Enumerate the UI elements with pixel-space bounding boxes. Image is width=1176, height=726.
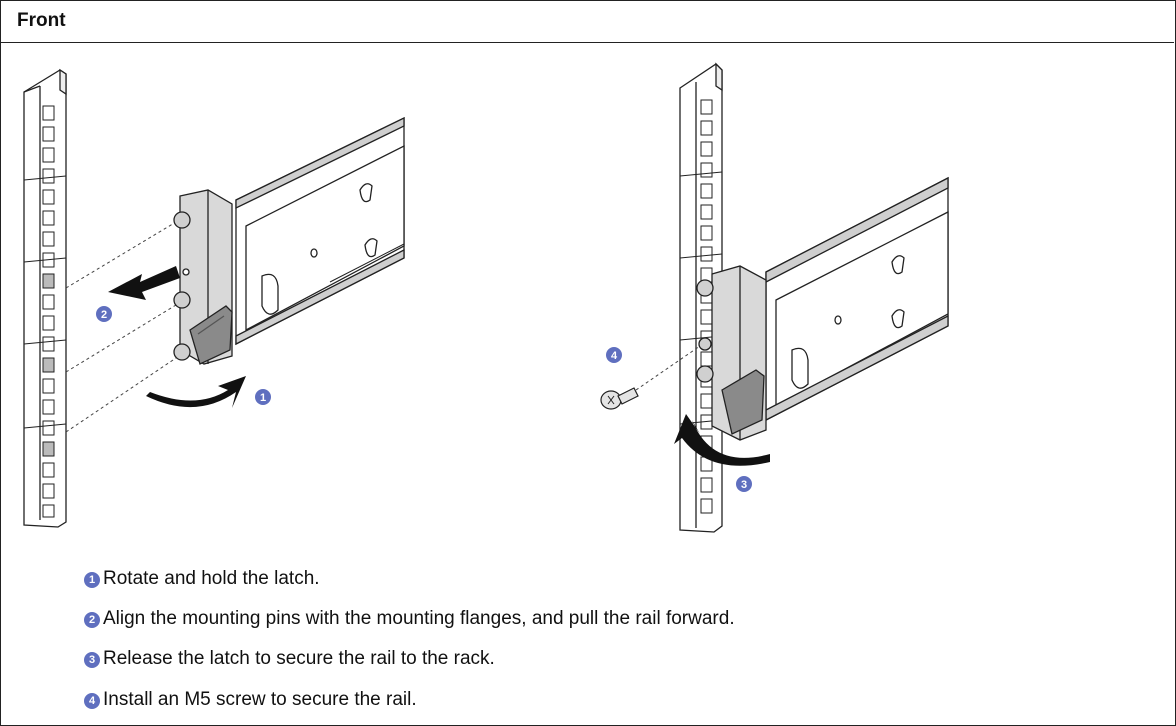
rail-installation-illustration: 1 2 [23,62,949,533]
step-number-badge: 4 [84,693,100,709]
step-text: Release the latch to secure the rail to … [103,648,495,669]
m5-screw [600,387,639,410]
callout-1: 1 [255,389,271,405]
figure-header: Front [0,0,1174,43]
alignment-line-screw [635,345,701,391]
rail-left [235,116,405,346]
figure-title: Front [17,10,66,31]
callout-3: 3 [736,476,752,492]
callout-2: 2 [96,306,112,322]
rotate-arrow-1 [146,376,246,408]
step-text: Rotate and hold the latch. [103,568,320,589]
step-text: Align the mounting pins with the mountin… [103,608,735,629]
step-number-badge: 3 [84,652,100,668]
step-number-badge: 2 [84,612,100,628]
alignment-lines-left [65,221,177,433]
rail-right [765,176,949,422]
callout-4: 4 [606,347,622,363]
step-number-badge: 1 [84,572,100,588]
pull-arrow [108,266,180,300]
svg-text:1: 1 [260,392,266,404]
release-arrow-3 [674,414,770,466]
rail-bracket-right [696,265,767,441]
rack-post-left-holes [23,105,67,518]
rail-bracket-left [173,189,233,365]
svg-text:2: 2 [101,309,107,321]
svg-text:3: 3 [741,479,747,491]
svg-text:4: 4 [611,350,618,362]
step-text: Install an M5 screw to secure the rail. [103,689,417,710]
